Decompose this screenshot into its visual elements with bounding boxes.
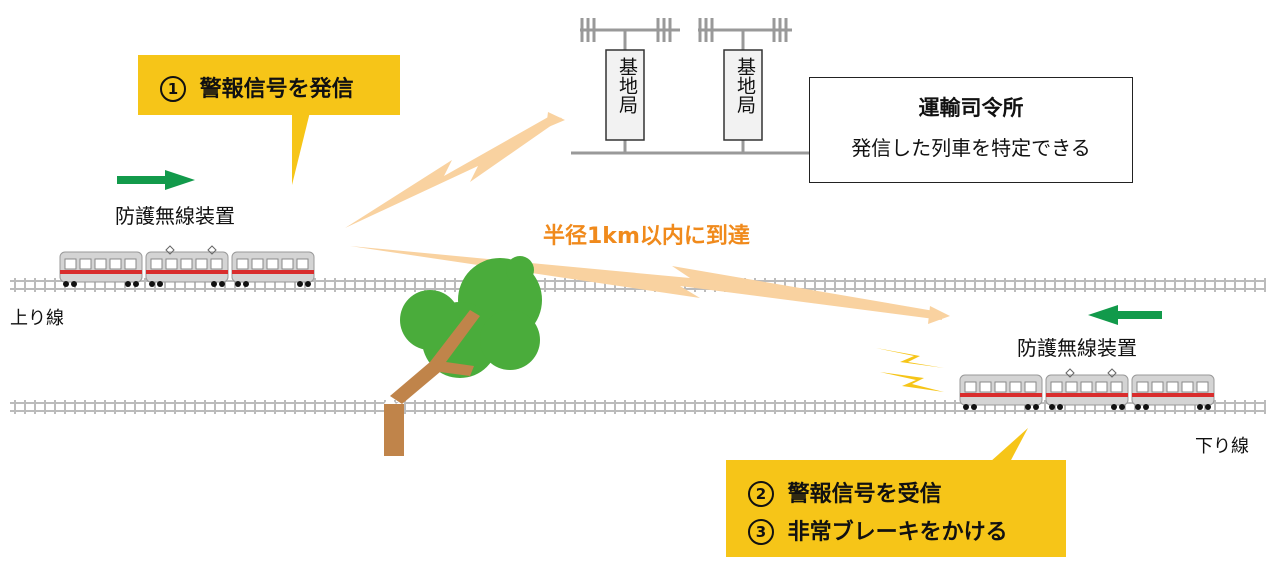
device-label-left: 防護無線装置 — [115, 204, 235, 228]
callout-pointer-send — [292, 112, 310, 185]
fallen-tree-icon — [384, 256, 542, 456]
train-car — [145, 245, 229, 287]
base-station-network — [571, 140, 809, 155]
antenna-icon — [580, 18, 680, 50]
base-station-box — [723, 49, 763, 141]
step-number-badge: 1 — [160, 76, 186, 102]
train-car — [59, 251, 143, 287]
base-station-label: 基地局 — [734, 57, 756, 114]
signal-beam-to-base-station — [345, 112, 565, 228]
callout-send-text: 1 警報信号を発信 — [160, 71, 354, 103]
train-icon — [959, 368, 1215, 410]
green-arrow-left-icon — [1088, 305, 1162, 325]
step-number-badge: 3 — [748, 519, 774, 545]
train-car — [1131, 374, 1215, 410]
callout-brake-text: 3 非常ブレーキをかける — [748, 514, 1008, 546]
callout-receive-box — [726, 460, 1066, 557]
train-car — [1045, 368, 1129, 410]
train-car — [231, 251, 315, 287]
step-number-badge: 2 — [748, 481, 774, 507]
callout-receive-text: 2 警報信号を受信 — [748, 476, 942, 508]
down-track-label: 下り線 — [1195, 436, 1249, 457]
signal-range-label: 半径1km以内に到達 — [543, 224, 750, 249]
antenna-icon — [698, 18, 792, 50]
up-track-label: 上り線 — [10, 308, 64, 329]
train-icon — [59, 245, 315, 287]
headquarters-box: 運輸司令所 発信した列車を特定できる — [809, 77, 1133, 183]
callout-pointer-receive — [990, 428, 1028, 462]
lightning-icon — [876, 348, 944, 392]
base-station-box — [605, 49, 645, 141]
base-station-label: 基地局 — [616, 57, 638, 114]
headquarters-description: 発信した列車を特定できる — [851, 136, 1091, 160]
green-arrow-right-icon — [117, 170, 195, 190]
train-car — [959, 374, 1043, 410]
headquarters-title: 運輸司令所 — [918, 96, 1024, 120]
device-label-right: 防護無線装置 — [1017, 336, 1137, 360]
